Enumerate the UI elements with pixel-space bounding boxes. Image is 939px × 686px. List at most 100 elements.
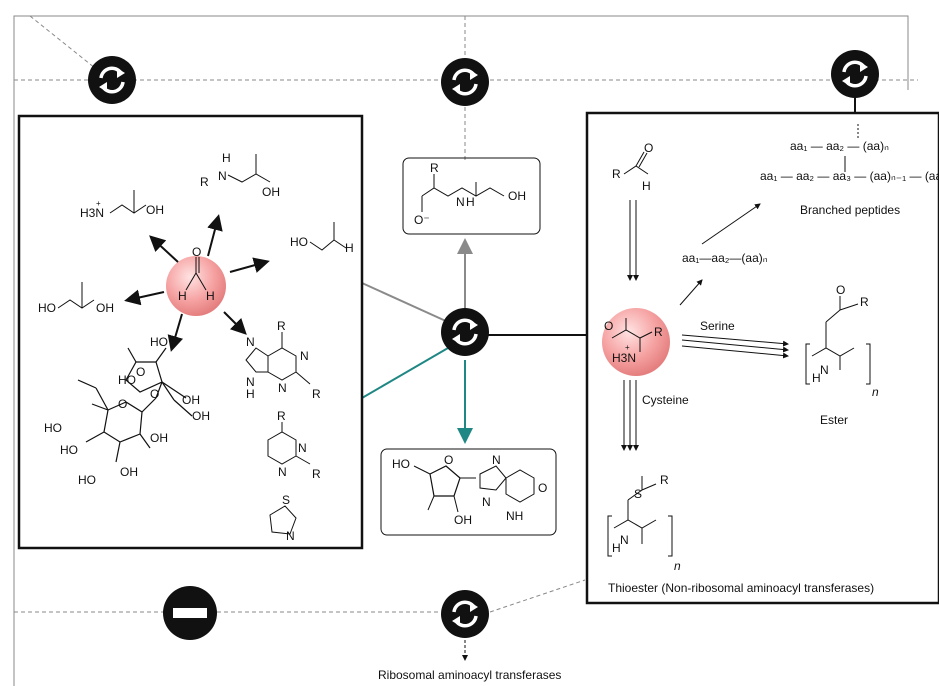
- formaldehyde-o: O: [192, 245, 201, 259]
- branched-label: Branched peptides: [800, 203, 900, 217]
- glycolic-oh: OH: [96, 301, 114, 315]
- sugar-ho1: HO: [118, 373, 136, 387]
- bottom-label: Ribosomal aminoacyl transferases: [378, 668, 561, 682]
- thioester-s: S: [634, 487, 642, 501]
- ester-r: R: [860, 295, 869, 309]
- formaldehyde-arrows: [124, 214, 270, 352]
- aa-chain: aa₁—aa₂—(aa)ₙ: [682, 251, 768, 265]
- sugar-oh4: OH: [150, 431, 168, 445]
- cysteine-plus: +: [625, 343, 630, 352]
- sugar-o2: O: [150, 387, 159, 401]
- cysteine-node: O R H3N +: [602, 308, 670, 376]
- purine-n1: N: [300, 349, 309, 363]
- purine-r-top: R: [277, 319, 286, 333]
- nh-h: H: [222, 151, 231, 165]
- ammonium-charge: +: [96, 199, 101, 208]
- pyrimidine-r2: R: [312, 467, 321, 481]
- purine-n2: N: [278, 381, 287, 395]
- nh-r: R: [200, 175, 209, 189]
- ester-o: O: [836, 283, 845, 297]
- sucrose-structure: [77, 347, 193, 463]
- nucleoside-box: HO OH O N N NH O: [380, 448, 557, 536]
- thioester-structure: S R N H n Thioester (Non-ribosomal amino…: [607, 473, 874, 595]
- pyrimidine-n1: N: [298, 441, 307, 455]
- cysteine-h3n: H3N: [612, 351, 636, 365]
- cycle-icon: [441, 58, 489, 106]
- cycle-icon: [441, 590, 489, 638]
- branched-row1: aa₁ — aa₂ — (aa)ₙ: [790, 139, 889, 153]
- thiazole-s: S: [282, 493, 290, 507]
- hub-connectors: [361, 238, 587, 661]
- n-substituted-glycine: H R N OH: [200, 151, 280, 199]
- sugar-o1: O: [136, 365, 145, 379]
- cycle-icon: [831, 50, 879, 98]
- ester-nh: N: [820, 363, 829, 377]
- glycolic-ho: HO: [38, 301, 56, 315]
- purine-structure: [245, 332, 311, 385]
- nucleoside-o: O: [538, 481, 547, 495]
- nucleoside-nh: NH: [506, 509, 523, 523]
- glycine-ammonium: H3N + OH: [80, 190, 164, 220]
- pyrimidine-r1: R: [277, 409, 286, 423]
- sugar-o3: O: [118, 397, 127, 411]
- thioester-h: H: [612, 541, 621, 555]
- sugar-ho8: HO: [78, 473, 96, 487]
- glycine-oh: OH: [146, 203, 164, 217]
- aldehyde: R O H: [612, 141, 653, 193]
- thioester-n: n: [674, 559, 681, 573]
- cycle-icon: [88, 56, 136, 104]
- sugar-ho2: HO: [150, 335, 168, 349]
- no-entry-icon: [163, 586, 217, 640]
- ester-h: H: [812, 371, 821, 385]
- dipeptide-h: H: [466, 195, 475, 209]
- dipeptide-box: R N H OH O⁻: [402, 157, 541, 235]
- glycolaldehyde-h: H: [345, 241, 354, 255]
- dipeptide-oh: OH: [508, 189, 526, 203]
- dipeptide-r: R: [430, 161, 439, 175]
- thiazole-structure: [269, 505, 297, 535]
- sugar-oh3: OH: [182, 393, 200, 407]
- nucleoside-n2: N: [482, 495, 491, 509]
- branched-row2: aa₁ — aa₂ — aa₃ — (aa)ₙ₋₁ — (aa)ₙ: [760, 169, 939, 183]
- right-panel: [585, 111, 939, 605]
- thioester-label: Thioester (Non-ribosomal aminoacyl trans…: [608, 581, 874, 595]
- sugar-oh5: OH: [120, 465, 138, 479]
- pyrimidine-n2: N: [278, 465, 287, 479]
- sugar-oh9: OH: [192, 409, 210, 423]
- formaldehyde-h2: H: [206, 289, 215, 303]
- cysteine-o: O: [604, 319, 613, 333]
- aldehyde-o: O: [644, 141, 653, 155]
- cycle-icon: [441, 308, 489, 356]
- right-flow-arrows: [621, 200, 789, 451]
- nucleoside-n1: N: [492, 453, 501, 467]
- sugar-ho6: HO: [44, 421, 62, 435]
- purine-h: H: [246, 387, 255, 401]
- purine-r-side: R: [312, 387, 321, 401]
- aldehyde-r: R: [612, 167, 621, 181]
- ester-n: n: [872, 385, 879, 399]
- left-panel: [17, 114, 364, 550]
- dipeptide-n: N: [456, 195, 465, 209]
- glycolaldehyde-ho: HO: [290, 235, 308, 249]
- nucleoside-ho: HO: [392, 457, 410, 471]
- thioester-nh: N: [620, 533, 629, 547]
- glycolaldehyde: HO H: [290, 222, 354, 255]
- aldehyde-h: H: [642, 179, 651, 193]
- purine-n3: N: [246, 335, 255, 349]
- amine-acid-oh: OH: [262, 185, 280, 199]
- nucleoside-oh: OH: [454, 513, 472, 527]
- sugar-ho7: HO: [60, 443, 78, 457]
- h3n-label: H3N: [80, 206, 104, 220]
- cysteine-r: R: [654, 325, 663, 339]
- cysteine-label: Cysteine: [642, 393, 689, 407]
- thioester-r: R: [660, 473, 669, 487]
- formaldehyde-h1: H: [178, 289, 187, 303]
- nh-n: N: [218, 169, 227, 183]
- nucleoside-ring-o: O: [444, 453, 453, 467]
- purine-nh: N: [246, 375, 255, 389]
- ester-structure: O R N H n Ester: [805, 283, 879, 427]
- serine-label: Serine: [700, 319, 735, 333]
- glycolic-acid: HO OH: [38, 282, 114, 315]
- formaldehyde-node: O H H: [166, 245, 226, 316]
- pyrimidine-structure: [267, 422, 311, 465]
